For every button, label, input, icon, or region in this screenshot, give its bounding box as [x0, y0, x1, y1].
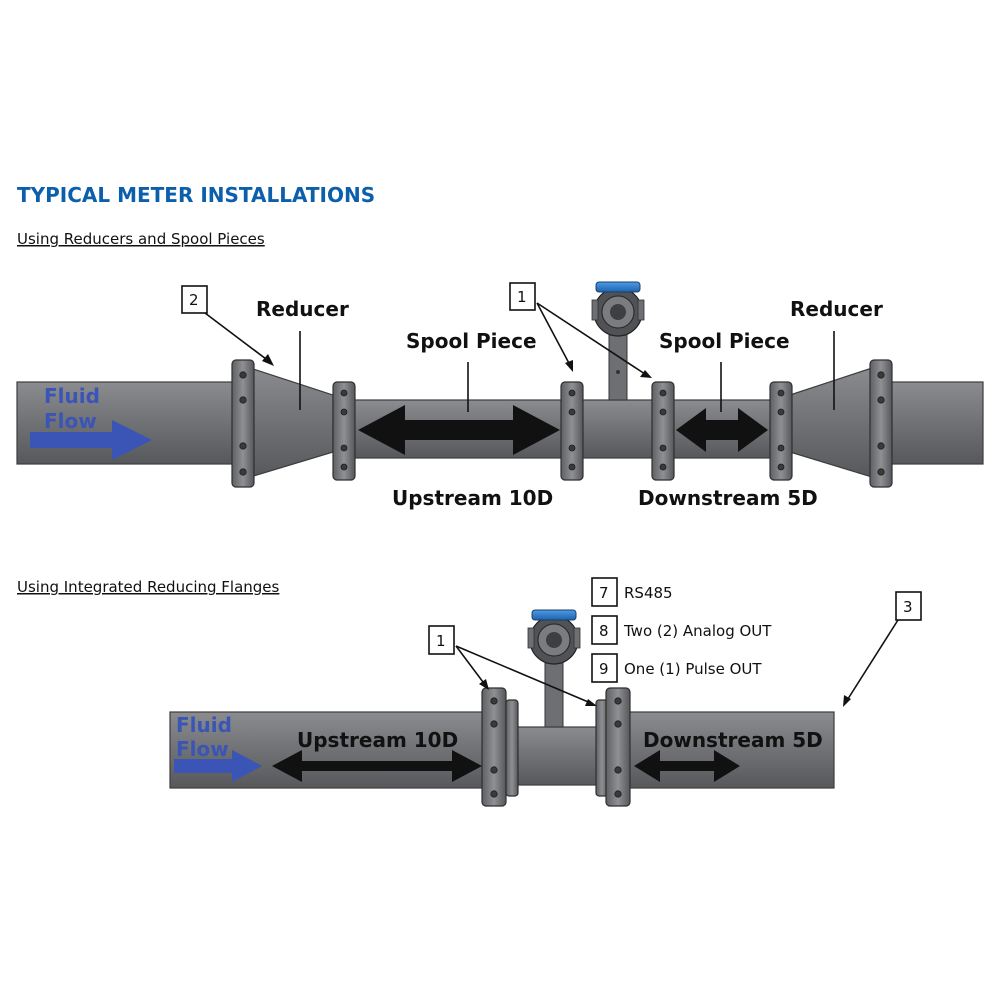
upstream-pipe: [169, 711, 489, 789]
fluid-flow-label: Fluid: [176, 713, 232, 737]
feature-item: 9 One (1) Pulse OUT: [591, 653, 762, 683]
feature-label: RS485: [624, 584, 673, 602]
downstream-label: Downstream 5D: [638, 486, 818, 510]
flange: [769, 381, 793, 481]
section2-subtitle: Using Integrated Reducing Flanges: [17, 578, 280, 596]
double-arrow-icon: [634, 750, 740, 782]
fluid-flow-label: Flow: [176, 737, 229, 761]
callout-box-3: [895, 591, 922, 621]
section1-pipeline: Fluid Flow 2 1 Reducer Reducer Spool Pie…: [16, 281, 984, 510]
flow-arrow-icon: [174, 750, 262, 782]
feature-number-box: [591, 615, 618, 645]
callout-box-1: [428, 625, 455, 655]
callout-leader: [204, 312, 271, 363]
feature-number: 9: [599, 660, 609, 678]
flange: [651, 381, 675, 481]
double-arrow-icon: [676, 408, 768, 452]
callout-leader: [536, 302, 649, 377]
meter-body-1: [575, 399, 661, 459]
callout-box-1: [509, 282, 536, 311]
spool-piece-label-right: Spool Piece: [659, 329, 790, 353]
fluid-flow-label: Flow: [44, 409, 97, 433]
section2-pipeline: Fluid Flow Upstream 10D Downstream 5D 1 …: [169, 577, 922, 807]
spool-piece-label-left: Spool Piece: [406, 329, 537, 353]
fluid-flow-label: Fluid: [44, 384, 100, 408]
flange: [332, 381, 356, 481]
callout-leader: [455, 645, 487, 687]
page-title: TYPICAL METER INSTALLATIONS: [17, 183, 375, 207]
feature-item: 8 Two (2) Analog OUT: [591, 615, 772, 645]
reducer-right: [789, 366, 876, 479]
reducer-label-left: Reducer: [256, 297, 349, 321]
feature-label: One (1) Pulse OUT: [624, 660, 762, 678]
feature-number-box: [591, 577, 618, 607]
reducer-label-right: Reducer: [790, 297, 883, 321]
upstream-label: Upstream 10D: [392, 486, 553, 510]
callout-leader: [845, 619, 899, 703]
flange: [595, 687, 631, 807]
callout-leader: [455, 645, 594, 705]
flow-arrow-icon: [30, 420, 152, 460]
double-arrow-icon: [358, 405, 560, 455]
feature-number-box: [591, 653, 618, 683]
transmitter-icon: [527, 609, 581, 728]
transmitter-icon: [591, 281, 645, 401]
double-arrow-icon: [272, 750, 482, 782]
downstream-label: Downstream 5D: [643, 728, 823, 752]
flange: [231, 359, 255, 488]
feature-label: Two (2) Analog OUT: [623, 622, 772, 640]
callout-number-2: 2: [189, 291, 199, 309]
feature-number: 8: [599, 622, 609, 640]
flange: [481, 687, 519, 807]
feature-item: 7 RS485: [591, 577, 673, 607]
callout-number-1: 1: [436, 632, 446, 650]
flange: [560, 381, 584, 481]
flange: [869, 359, 893, 488]
feature-number: 7: [599, 584, 609, 602]
reducer-left: [246, 366, 334, 479]
outlet-pipe: [882, 381, 984, 465]
callout-leader: [536, 302, 572, 368]
section1-subtitle: Using Reducers and Spool Pieces: [17, 230, 265, 248]
meter-body-2: [516, 726, 598, 786]
upstream-label: Upstream 10D: [297, 728, 458, 752]
callout-number-3: 3: [903, 598, 913, 616]
callout-number-1: 1: [517, 288, 527, 306]
callout-box-2: [181, 285, 208, 314]
